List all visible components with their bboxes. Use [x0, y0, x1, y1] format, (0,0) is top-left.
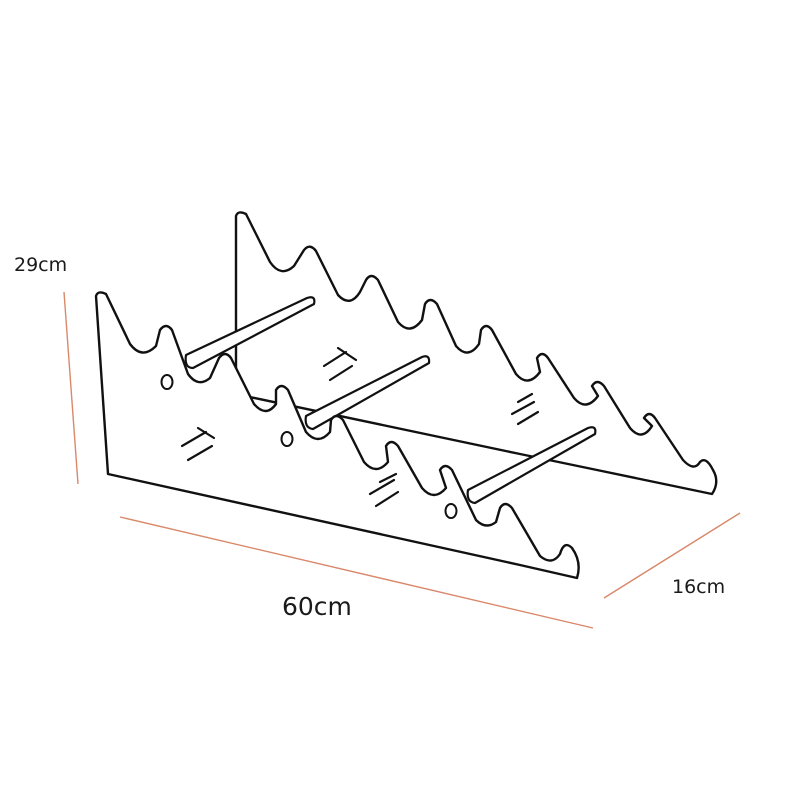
depth-dimension-label: 16cm [672, 576, 726, 598]
width-dimension-line [119, 516, 594, 629]
width-dimension-label: 60cm [282, 592, 352, 621]
front-panel-hole-1 [160, 374, 174, 390]
front-panel-hole-2 [280, 431, 294, 447]
rod-top [184, 296, 316, 370]
back-side-panel [234, 211, 718, 496]
height-dimension-label: 29cm [14, 254, 68, 276]
front-panel-hole-3 [444, 503, 458, 519]
depth-dimension-line [603, 512, 741, 599]
height-dimension-line [63, 291, 79, 485]
front-panel-marks-1 [180, 426, 216, 462]
front-side-panel [94, 291, 580, 580]
front-panel-marks-2 [368, 472, 400, 508]
rod-bottom [466, 426, 597, 505]
back-panel-marks-2 [510, 392, 540, 426]
back-panel-marks-1 [322, 346, 358, 382]
rod-middle [304, 355, 431, 431]
